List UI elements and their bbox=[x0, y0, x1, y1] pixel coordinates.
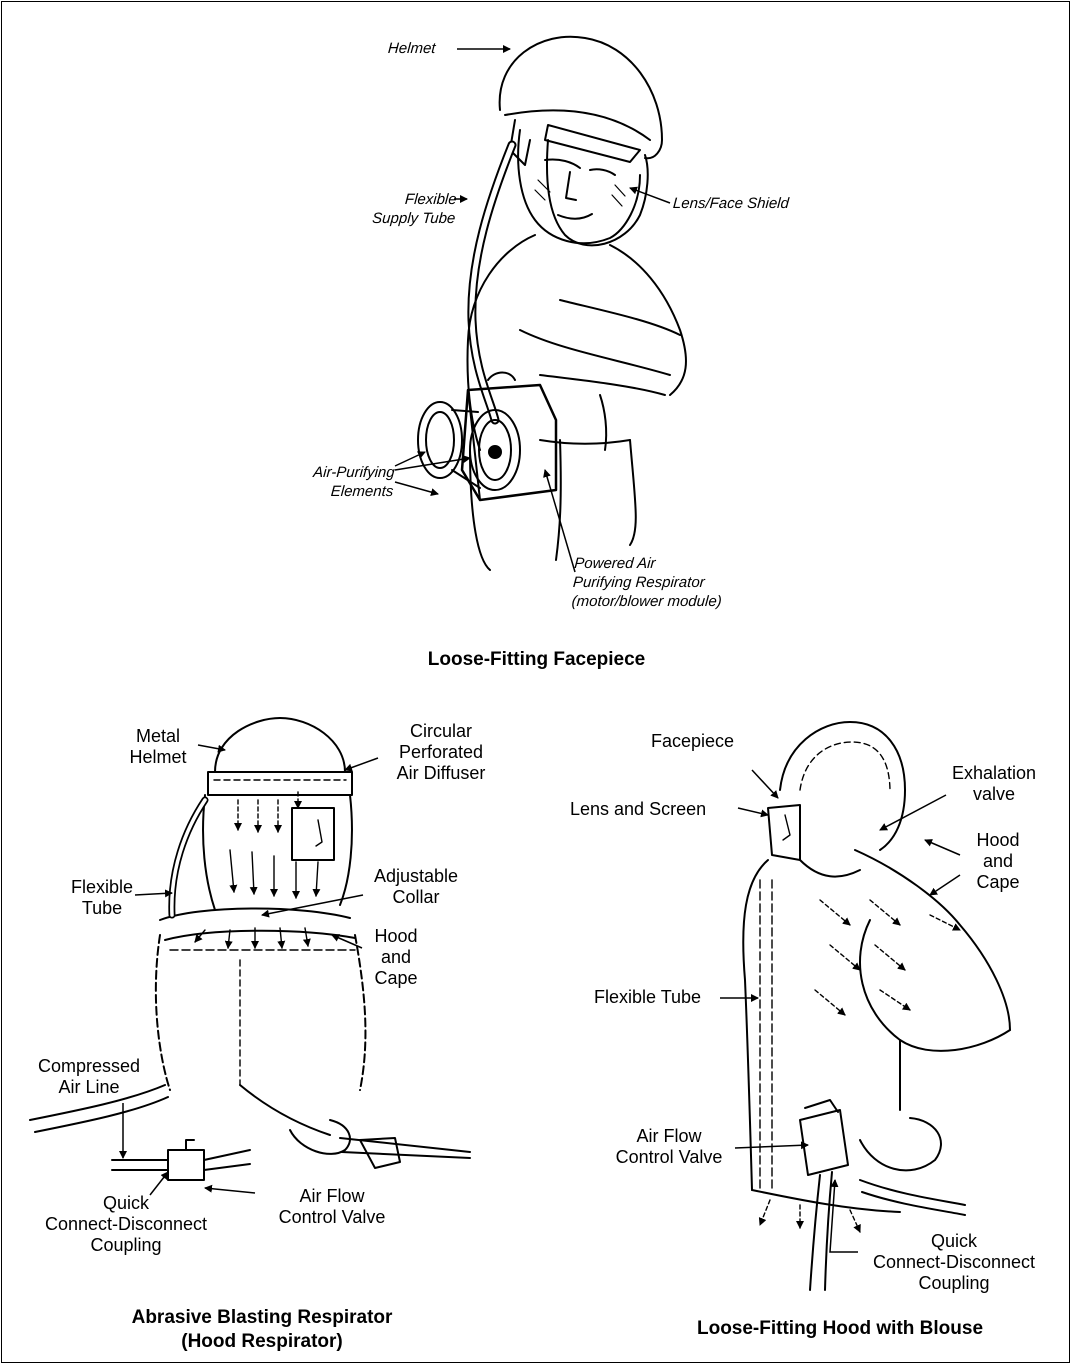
label-line: Hood bbox=[962, 830, 1034, 851]
label-circular-perforated-air-diffuser: Circular Perforated Air Diffuser bbox=[378, 721, 504, 784]
label-line: Air Line bbox=[22, 1077, 156, 1098]
label-flexible-tube-left: Flexible Tube bbox=[62, 877, 142, 919]
label-exhalation-valve: Exhalation valve bbox=[938, 763, 1050, 805]
label-line: Circular bbox=[378, 721, 504, 742]
label-line: Quick bbox=[24, 1193, 228, 1214]
label-line: Quick bbox=[852, 1231, 1056, 1252]
caption-line: (Hood Respirator) bbox=[92, 1330, 432, 1354]
label-line: Supply Tube bbox=[351, 209, 456, 228]
label-air-flow-control-valve-left: Air Flow Control Valve bbox=[252, 1186, 412, 1228]
label-compressed-air-line: Compressed Air Line bbox=[22, 1056, 156, 1098]
label-line: Flexible bbox=[352, 190, 457, 209]
label-flexible-supply-tube: Flexible Supply Tube bbox=[351, 190, 458, 228]
label-line: Flexible bbox=[62, 877, 142, 898]
label-line: Powered Air bbox=[574, 554, 725, 573]
label-line: Cape bbox=[360, 968, 432, 989]
label-line: and bbox=[962, 851, 1034, 872]
label-flexible-tube-right: Flexible Tube bbox=[594, 987, 701, 1008]
label-line: and bbox=[360, 947, 432, 968]
label-line: Tube bbox=[62, 898, 142, 919]
label-metal-helmet: Metal Helmet bbox=[118, 726, 198, 768]
label-lens-face-shield: Lens/Face Shield bbox=[672, 194, 789, 213]
papr-wearer-drawing bbox=[418, 37, 686, 570]
label-air-purifying-elements: Air-Purifying Elements bbox=[283, 463, 396, 501]
label-line: Air Flow bbox=[596, 1126, 742, 1147]
label-line: Coupling bbox=[852, 1273, 1056, 1294]
caption-loose-fitting-hood-with-blouse: Loose-Fitting Hood with Blouse bbox=[640, 1317, 1040, 1341]
caption-loose-fitting-facepiece: Loose-Fitting Facepiece bbox=[0, 648, 1073, 672]
label-line: Coupling bbox=[24, 1235, 228, 1256]
label-line: valve bbox=[938, 784, 1050, 805]
caption-abrasive-blasting-respirator: Abrasive Blasting Respirator (Hood Respi… bbox=[92, 1306, 432, 1354]
label-hood-and-cape-right: Hood and Cape bbox=[962, 830, 1034, 893]
label-line: Helmet bbox=[118, 747, 198, 768]
label-line: Connect-Disconnect bbox=[24, 1214, 228, 1235]
label-line: Cape bbox=[962, 872, 1034, 893]
label-helmet: Helmet bbox=[387, 39, 436, 58]
label-adjustable-collar: Adjustable Collar bbox=[362, 866, 470, 908]
label-line: Perforated bbox=[378, 742, 504, 763]
label-line: Control Valve bbox=[252, 1207, 412, 1228]
label-line: Connect-Disconnect bbox=[852, 1252, 1056, 1273]
label-line: Hood bbox=[360, 926, 432, 947]
label-line: Control Valve bbox=[596, 1147, 742, 1168]
label-quick-connect-disconnect-coupling-right: Quick Connect-Disconnect Coupling bbox=[852, 1231, 1056, 1294]
label-line: Adjustable bbox=[362, 866, 470, 887]
label-quick-connect-disconnect-coupling-left: Quick Connect-Disconnect Coupling bbox=[24, 1193, 228, 1256]
caption-line: Abrasive Blasting Respirator bbox=[92, 1306, 432, 1330]
label-line: Air Diffuser bbox=[378, 763, 504, 784]
label-line: Metal bbox=[118, 726, 198, 747]
label-line: Air-Purifying bbox=[284, 463, 395, 482]
label-line: Collar bbox=[362, 887, 470, 908]
label-hood-and-cape-left: Hood and Cape bbox=[360, 926, 432, 989]
label-line: (motor/blower module) bbox=[571, 592, 722, 611]
label-line: Exhalation bbox=[938, 763, 1050, 784]
label-lens-and-screen: Lens and Screen bbox=[570, 799, 706, 820]
label-line: Air Flow bbox=[252, 1186, 412, 1207]
label-air-flow-control-valve-right: Air Flow Control Valve bbox=[596, 1126, 742, 1168]
label-line: Elements bbox=[283, 482, 394, 501]
label-powered-air-purifying-respirator: Powered Air Purifying Respirator (motor/… bbox=[571, 554, 725, 611]
hood-blouse-drawing bbox=[743, 722, 1010, 1290]
label-facepiece: Facepiece bbox=[651, 731, 734, 752]
label-line: Compressed bbox=[22, 1056, 156, 1077]
label-line: Purifying Respirator bbox=[572, 573, 723, 592]
